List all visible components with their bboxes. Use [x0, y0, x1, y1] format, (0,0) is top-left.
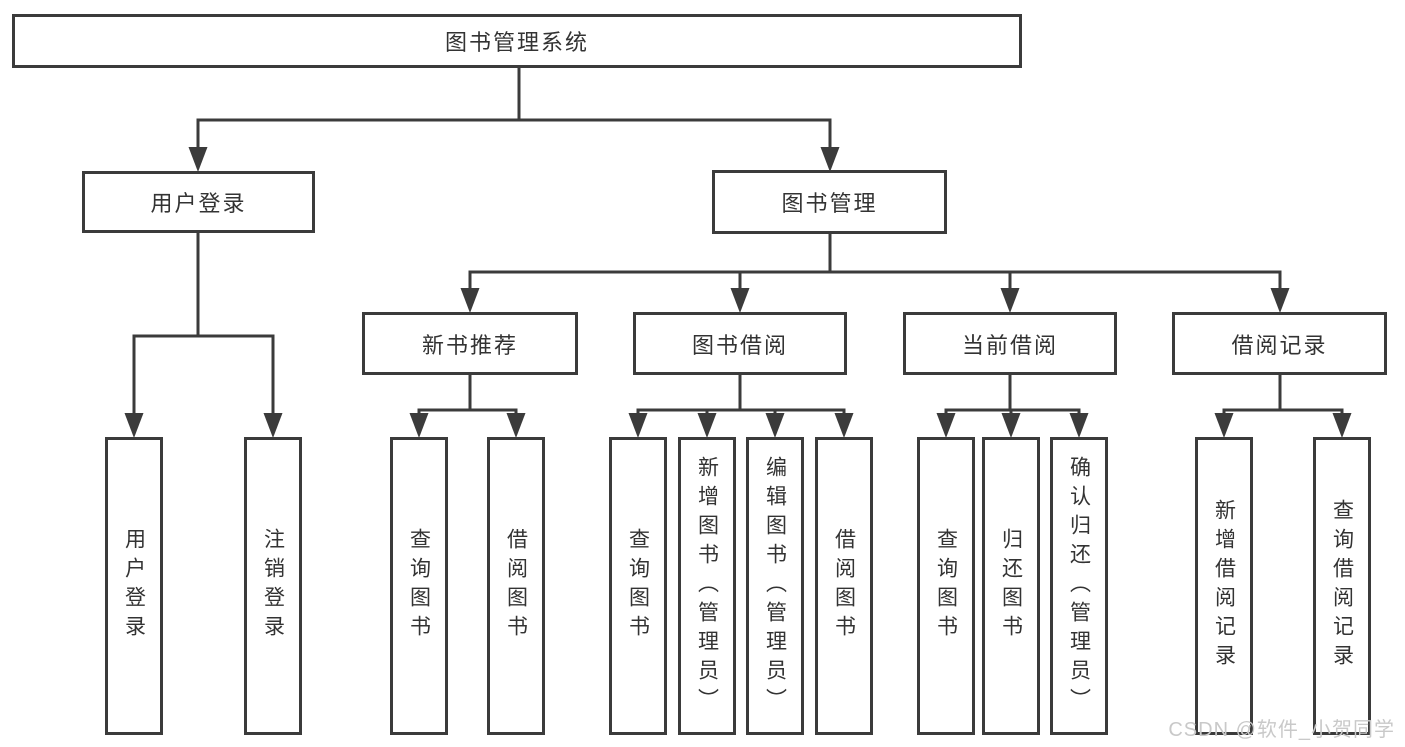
node-book-borrowing: 图书借阅 — [633, 312, 847, 375]
arrow-down-icon — [765, 413, 785, 438]
arrow-down-icon — [188, 147, 208, 172]
connector-lines — [132, 68, 1344, 416]
arrow-down-icon — [1001, 413, 1021, 438]
node-cb-confirm-return-admin: 确认归还（管理员） — [1050, 437, 1108, 735]
node-cb-query-books: 查询图书 — [917, 437, 975, 735]
arrow-down-icon — [730, 288, 750, 313]
node-bb-edit-books-admin: 编辑图书（管理员） — [746, 437, 804, 735]
node-borrowing-records: 借阅记录 — [1172, 312, 1387, 375]
node-label: 查询图书 — [626, 528, 650, 644]
node-bb-add-books-admin: 新增图书（管理员） — [678, 437, 736, 735]
node-label: 归还图书 — [999, 528, 1023, 644]
node-nb-query-books: 查询图书 — [390, 437, 448, 735]
node-user-login-branch: 用户登录 — [82, 171, 315, 233]
node-bb-borrow-books: 借阅图书 — [815, 437, 873, 735]
connector-user-login-branch — [132, 233, 275, 415]
connector-root — [196, 68, 832, 150]
connector-current-borrowing — [944, 375, 1081, 416]
arrow-down-icon — [124, 413, 144, 438]
arrow-down-icon — [460, 288, 480, 313]
arrow-down-icon — [1270, 288, 1290, 313]
node-label: 借阅图书 — [504, 528, 528, 644]
node-label: 查询图书 — [407, 528, 431, 644]
connector-book-borrowing — [636, 375, 846, 416]
node-label: 确认归还（管理员） — [1067, 455, 1091, 717]
arrow-down-icon — [1069, 413, 1089, 438]
watermark: CSDN @软件_小贺同学 — [1168, 719, 1395, 741]
node-nb-borrow-books: 借阅图书 — [487, 437, 545, 735]
connector-new-book-recommendation — [417, 375, 518, 416]
node-br-add-borrow-record: 新增借阅记录 — [1195, 437, 1253, 735]
node-bb-query-books: 查询图书 — [609, 437, 667, 735]
arrow-down-icon — [834, 413, 854, 438]
node-ul-logout: 注销登录 — [244, 437, 302, 735]
node-ul-user-login: 用户登录 — [105, 437, 163, 735]
arrow-down-icon — [936, 413, 956, 438]
node-label: 查询图书 — [934, 528, 958, 644]
arrow-down-icon — [1000, 288, 1020, 313]
arrow-down-icon — [1332, 413, 1352, 438]
node-root: 图书管理系统 — [12, 14, 1022, 68]
node-cb-return-books: 归还图书 — [982, 437, 1040, 735]
node-label: 新增借阅记录 — [1212, 499, 1236, 673]
arrow-down-icon — [506, 413, 526, 438]
node-br-query-borrow-record: 查询借阅记录 — [1313, 437, 1371, 735]
arrow-down-icon — [263, 413, 283, 438]
arrow-down-icon — [820, 147, 840, 172]
arrow-down-icon — [1214, 413, 1234, 438]
node-label: 注销登录 — [261, 528, 285, 644]
connector-book-management — [468, 234, 1282, 291]
node-current-borrowing: 当前借阅 — [903, 312, 1117, 375]
node-label: 新增图书（管理员） — [695, 455, 719, 717]
arrow-down-icon — [628, 413, 648, 438]
node-label: 查询借阅记录 — [1330, 499, 1354, 673]
node-label: 编辑图书（管理员） — [763, 455, 787, 717]
node-label: 借阅图书 — [832, 528, 856, 644]
node-label: 用户登录 — [122, 528, 146, 644]
arrowhead-icons — [124, 147, 1352, 438]
connector-borrowing-records — [1222, 375, 1344, 416]
node-book-management: 图书管理 — [712, 170, 947, 234]
node-new-book-recommendation: 新书推荐 — [362, 312, 578, 375]
arrow-down-icon — [697, 413, 717, 438]
arrow-down-icon — [409, 413, 429, 438]
